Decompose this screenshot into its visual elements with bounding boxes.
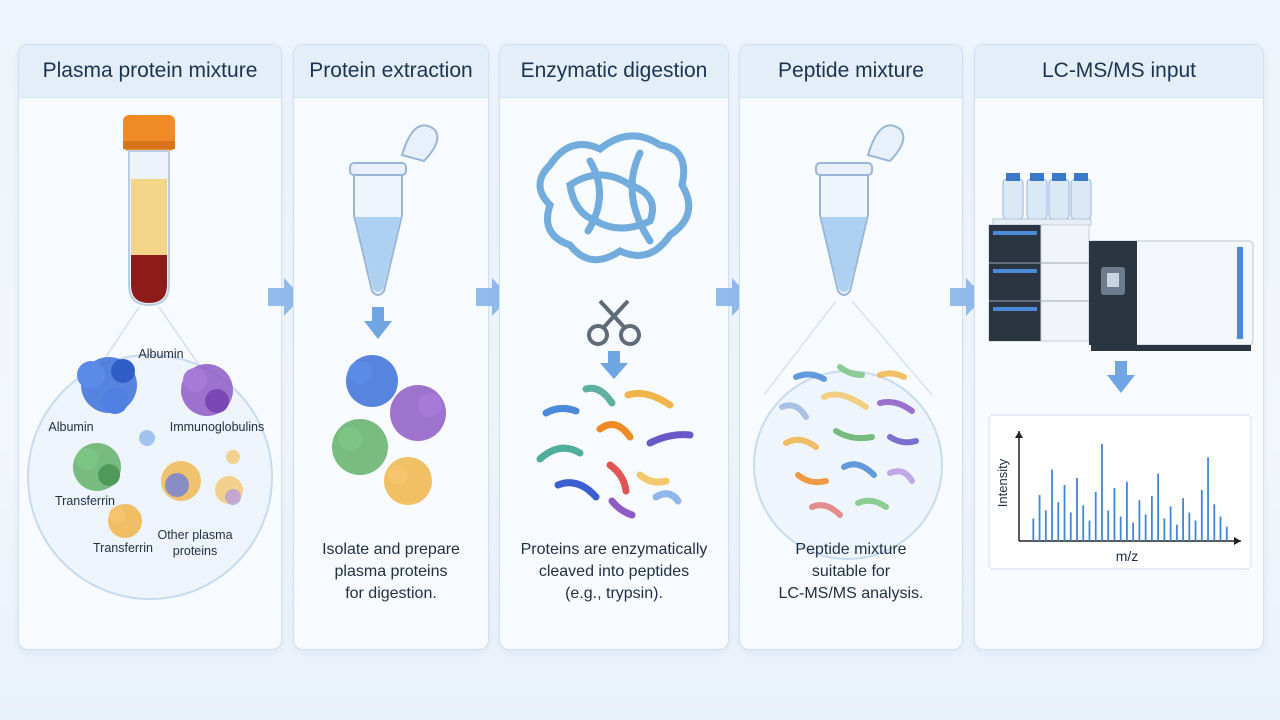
peptide-illustration — [753, 124, 943, 560]
panel-title: Protein extraction — [294, 45, 488, 98]
flow-arrow-icon — [716, 278, 750, 316]
panel-title: Peptide mixture — [740, 45, 962, 98]
blood-tube-icon — [123, 115, 175, 307]
panel-enzymatic-digestion: Enzymatic digestion Proteins are enzym — [499, 44, 729, 650]
panel-title: LC-MS/MS input — [975, 45, 1263, 98]
panel-lc-ms-input: LC-MS/MS input — [974, 44, 1264, 650]
microtube-icon — [815, 124, 905, 296]
step-description: Peptide mixture suitable for LC-MS/MS an… — [778, 541, 924, 602]
digestion-illustration — [536, 132, 694, 519]
scissors-icon — [587, 299, 641, 346]
label-albumin-left: Albumin — [48, 420, 93, 434]
lc-ms-instrument-icon — [988, 173, 1254, 351]
flow-arrow-icon — [268, 278, 302, 316]
peptide-fragments-icon — [536, 384, 694, 519]
step-description: Isolate and prepare plasma proteins for … — [322, 541, 460, 602]
instrument-illustration: Intensity m/z — [988, 173, 1254, 570]
spectrum-ylabel: Intensity — [995, 458, 1010, 507]
panel-peptide-mixture: Peptide mixture Peptide mixture suit — [739, 44, 963, 650]
immunoglobulin-blob-icon — [181, 364, 233, 416]
down-arrow-icon — [364, 307, 392, 339]
plasma-illustration: Albumin Albumin Immunoglobulins Transfer… — [27, 115, 273, 600]
down-arrow-icon — [1107, 361, 1135, 393]
panel-plasma-protein-mixture: Plasma protein mixture — [18, 44, 282, 650]
magnifier-circle — [27, 354, 273, 600]
label-transferrin-bottom: Transferrin — [93, 541, 153, 555]
spectrum-box — [988, 414, 1252, 570]
step-description: Proteins are enzymatically cleaved into … — [520, 541, 708, 602]
transferrin-small-blob-icon — [108, 504, 142, 538]
label-other-proteins: proteins — [173, 544, 217, 558]
down-arrow-icon — [600, 351, 628, 379]
albumin-blob-icon — [77, 357, 137, 414]
panel-protein-extraction: Protein extraction Isolate and prepare p… — [293, 44, 489, 650]
label-albumin-top: Albumin — [138, 347, 183, 361]
y-axis-arrowhead — [1015, 431, 1023, 438]
x-axis-arrowhead — [1234, 537, 1241, 545]
panel-title: Plasma protein mixture — [19, 45, 281, 98]
spectrum-xlabel: m/z — [1116, 548, 1139, 564]
panel-title: Enzymatic digestion — [500, 45, 728, 98]
mass-spectrum-chart — [1015, 431, 1241, 545]
flow-arrow-icon — [476, 278, 510, 316]
label-other-plasma: Other plasma — [157, 528, 232, 542]
transferrin-blob-icon — [73, 443, 121, 491]
extraction-illustration — [332, 124, 446, 505]
flow-arrow-icon — [950, 278, 984, 316]
protein-cluster-icon — [332, 355, 446, 505]
microtube-icon — [349, 124, 439, 296]
peptide-fragments-icon — [779, 364, 919, 518]
label-transferrin-left: Transferrin — [55, 494, 115, 508]
other-protein-blob-icon — [139, 430, 243, 505]
folded-protein-icon — [536, 132, 693, 264]
label-immunoglobulins: Immunoglobulins — [170, 420, 265, 434]
